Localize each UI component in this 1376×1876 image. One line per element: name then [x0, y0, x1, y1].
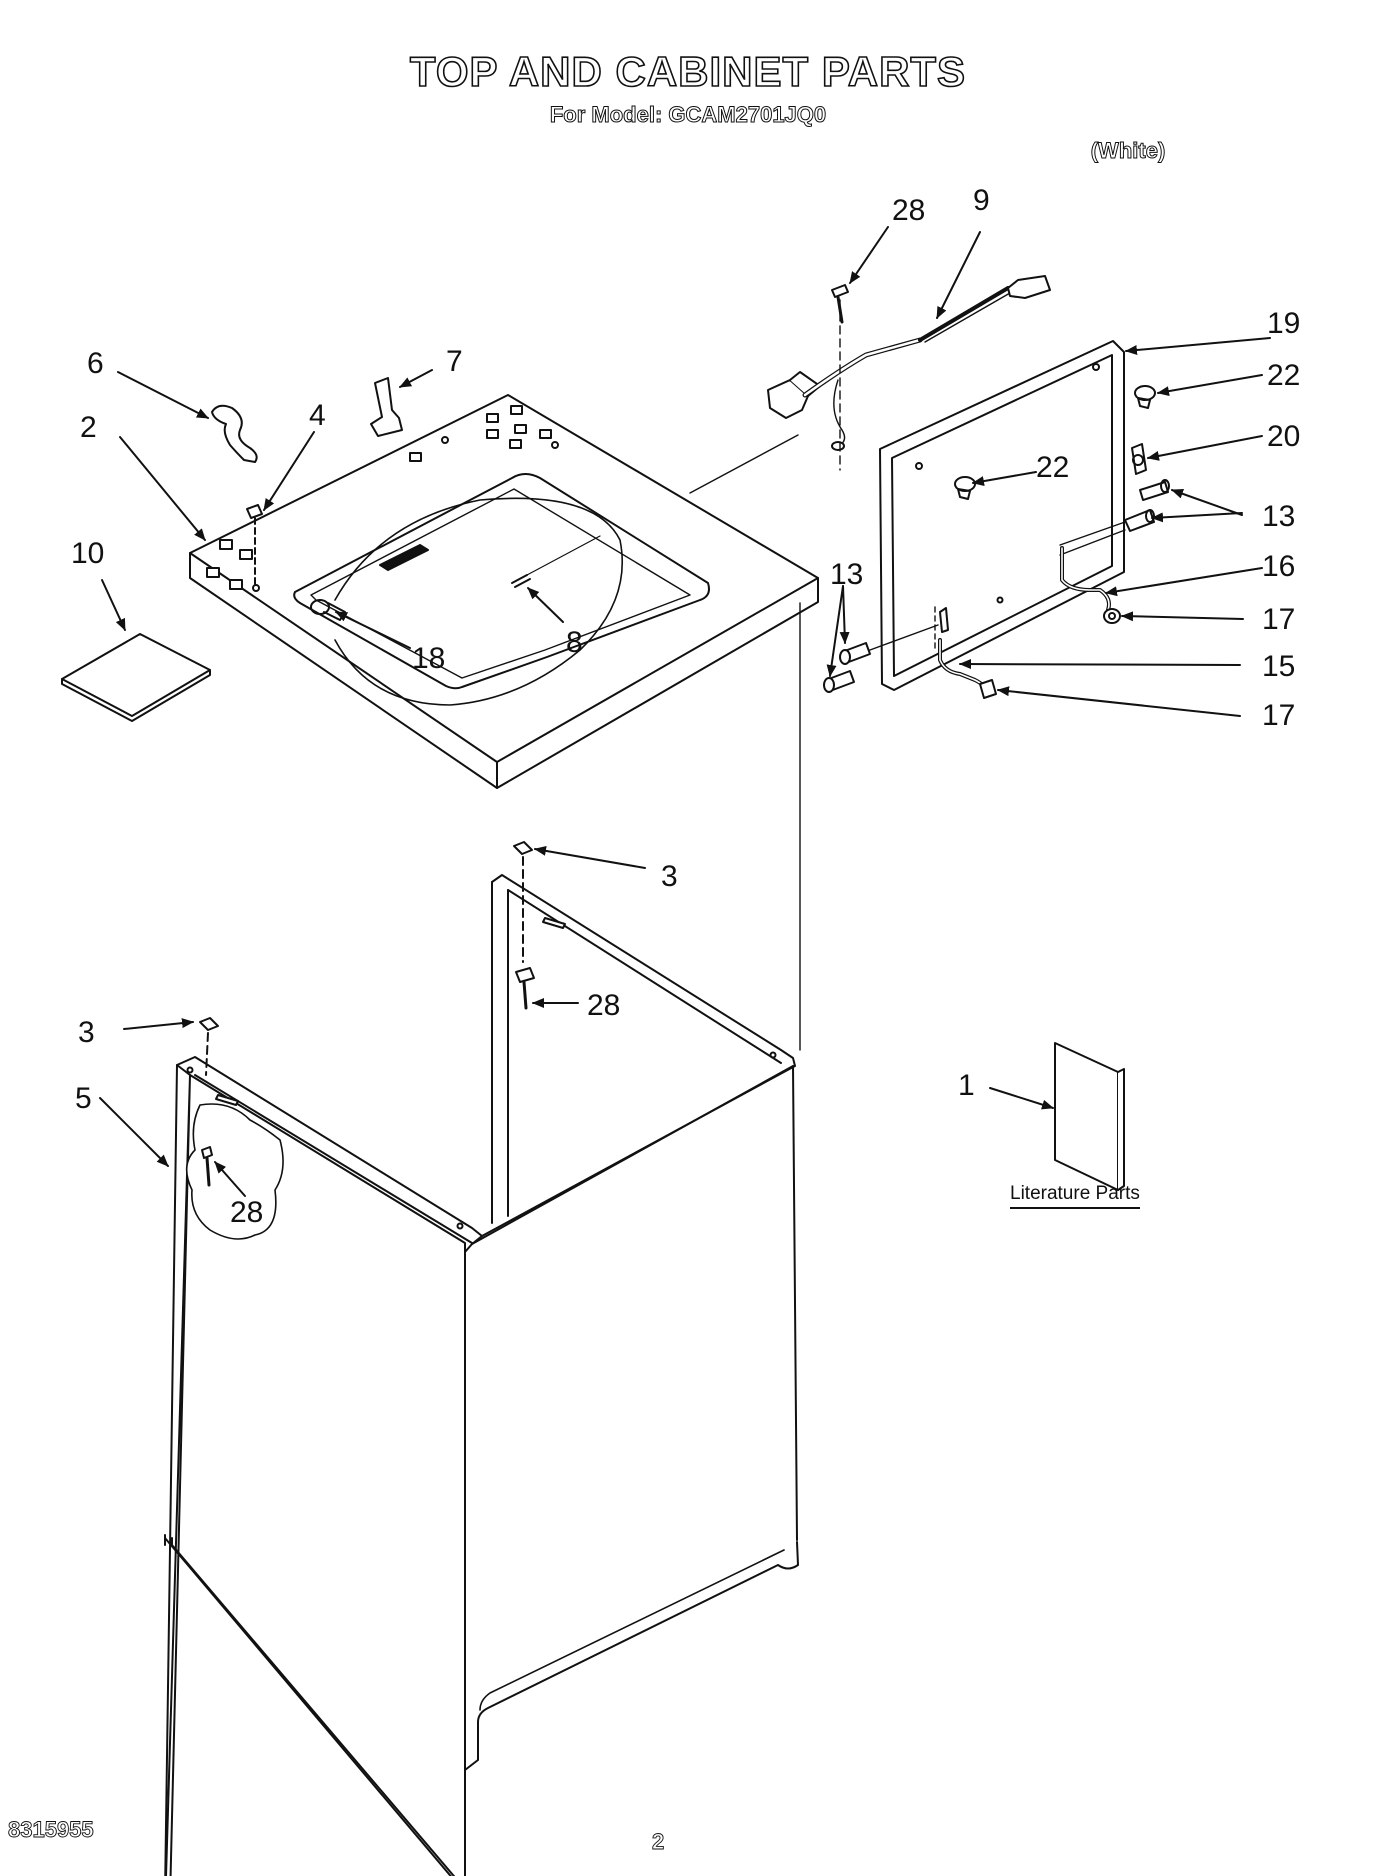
- callout-13: 13: [1262, 500, 1295, 533]
- fitting-17-lower: [979, 679, 997, 699]
- callout-17: 17: [1262, 603, 1295, 636]
- bolt-22-upper: [1134, 385, 1156, 409]
- callout-labels: 28 9 19 6 7 22 2 4 20 22 13 10 16 13 17 …: [71, 184, 1300, 1229]
- hose-fittings-13-upper: [1059, 479, 1170, 556]
- callout-1: 1: [958, 1069, 975, 1102]
- callout-2: 2: [80, 411, 97, 444]
- callout-17-lower: 17: [1262, 699, 1295, 732]
- callout-20: 20: [1267, 420, 1300, 453]
- document-number: 8315955: [8, 1817, 95, 1843]
- callout-16: 16: [1262, 550, 1295, 583]
- callout-10: 10: [71, 537, 104, 570]
- clip-part-6: [211, 404, 258, 463]
- top-panel: [189, 394, 819, 789]
- nut-3-lower: [199, 1017, 219, 1076]
- page-title: TOP AND CABINET PARTS: [409, 47, 967, 96]
- sheet-part-10: [61, 633, 211, 722]
- page-number: 2: [652, 1829, 665, 1855]
- valve-part-20: [1131, 443, 1147, 475]
- callout-7: 7: [446, 345, 463, 378]
- literature-booklet-part-1: [1054, 1042, 1125, 1191]
- callout-22: 22: [1267, 359, 1300, 392]
- hose-fittings-13-lower: [823, 606, 949, 693]
- callout-22-lower: 22: [1036, 451, 1069, 484]
- callout-leaders: [99, 226, 1271, 1197]
- fitting-17-upper: [1103, 608, 1121, 624]
- callout-19: 19: [1267, 307, 1300, 340]
- callout-8: 8: [566, 626, 583, 659]
- callout-9: 9: [973, 184, 990, 217]
- callout-15: 15: [1262, 650, 1295, 683]
- callout-28-cutaway: 28: [230, 1196, 263, 1229]
- cutaway-blob: [185, 1103, 284, 1240]
- callout-6: 6: [87, 347, 104, 380]
- nut-part-4: [246, 504, 263, 592]
- color-line: (White): [1090, 138, 1166, 164]
- callout-28-cabinet: 28: [587, 989, 620, 1022]
- literature-parts-label: Literature Parts: [1010, 1183, 1140, 1209]
- lid-switch-harness: [767, 275, 1051, 471]
- rear-frame-part-19: [879, 340, 1125, 691]
- callout-18: 18: [412, 642, 445, 675]
- cabinet-part-5: [164, 874, 799, 1876]
- callout-5: 5: [75, 1082, 92, 1115]
- bolt-22-lower: [954, 476, 976, 500]
- bracket-part-7: [370, 377, 403, 437]
- callout-3: 3: [661, 860, 678, 893]
- model-line: For Model: GCAM2701JQ0: [549, 102, 827, 128]
- callout-13-lower: 13: [830, 558, 863, 591]
- hose-part-16: [1060, 546, 1111, 612]
- callout-4: 4: [309, 399, 326, 432]
- nut-3-upper: [513, 841, 535, 1010]
- callout-3-lower: 3: [78, 1016, 95, 1049]
- callout-28: 28: [892, 194, 925, 227]
